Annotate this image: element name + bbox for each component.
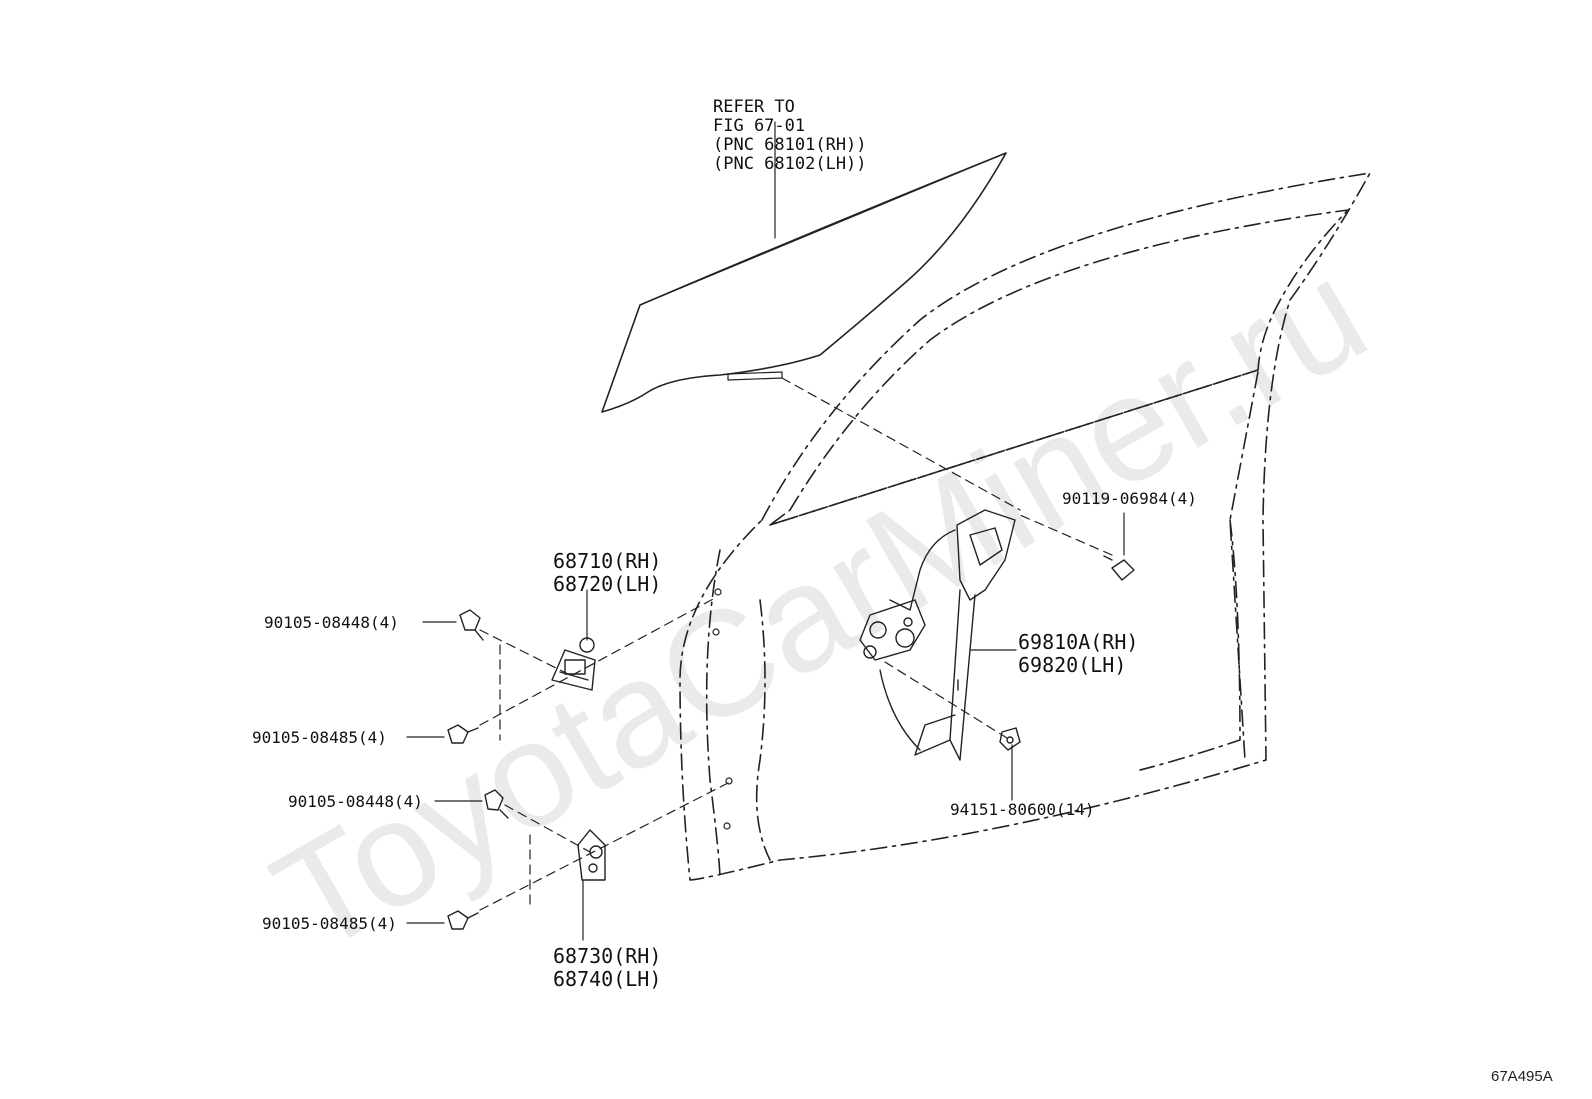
part-label-68710: 68710(RH): [553, 549, 662, 573]
door-hole-markers: [712, 588, 733, 830]
door-shell: [679, 172, 1371, 881]
assembly-lines: [479, 377, 1113, 911]
leader-lines: [406, 121, 1125, 941]
bolt-upper-08485: [447, 724, 479, 744]
part-label-68720: 68720(LH): [553, 572, 662, 596]
bolt-90119: [1103, 555, 1135, 581]
nut-94151: [999, 727, 1021, 751]
lower-hinge: [577, 829, 606, 881]
part-label-69810A: 69810A(RH): [1018, 630, 1139, 654]
bolt-lower-08485: [447, 910, 479, 930]
part-label-90105-08448-lower: 90105-08448(4): [288, 792, 423, 811]
upper-hinge: [551, 637, 596, 691]
part-label-68730: 68730(RH): [553, 944, 662, 968]
part-label-90105-08448-upper: 90105-08448(4): [264, 613, 399, 632]
bolt-upper-08448: [459, 609, 484, 641]
window-regulator: [859, 509, 1016, 761]
glass-ref-line-3: (PNC 68101(RH)): [713, 135, 867, 155]
window-glass: [601, 152, 1007, 413]
part-label-90119-06984: 90119-06984(4): [1062, 489, 1197, 508]
part-label-94151-80600: 94151-80600(14): [950, 800, 1095, 819]
part-label-69820: 69820(LH): [1018, 653, 1127, 677]
glass-ref-line-4: (PNC 68102(LH)): [713, 154, 867, 174]
part-label-90105-08485-lower: 90105-08485(4): [262, 914, 397, 933]
glass-ref-line-2: FIG 67-01: [713, 116, 806, 136]
bolt-lower-08448: [484, 789, 509, 819]
glass-ref-line-1: REFER TO: [713, 97, 795, 117]
part-label-68740: 68740(LH): [553, 967, 662, 991]
figure-code: 67A495A: [1491, 1068, 1553, 1085]
part-label-90105-08485-upper: 90105-08485(4): [252, 728, 387, 747]
